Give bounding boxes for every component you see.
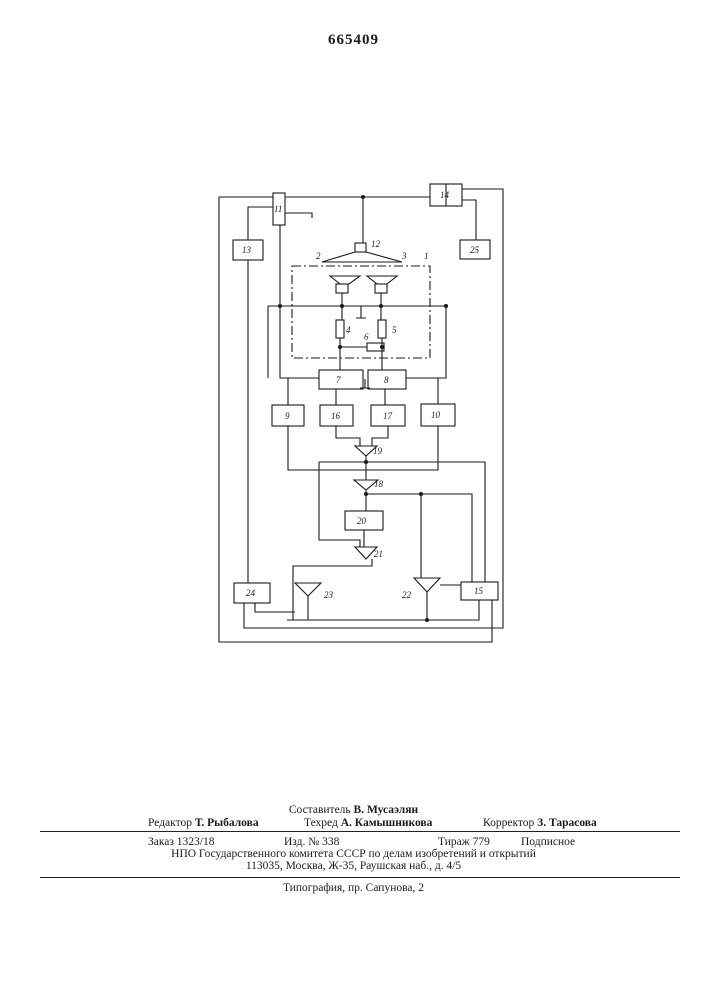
editor-line: Редактор Т. Рыбалова — [148, 817, 259, 829]
composer-name: В. Мусаэлян — [354, 804, 419, 816]
divider-top — [40, 831, 680, 832]
label-7: 7 — [336, 375, 341, 385]
composer-line: Составитель В. Мусаэлян — [0, 804, 707, 816]
publisher-line: НПО Государственного комитета СССР по де… — [0, 848, 707, 860]
printer-line: Типография, пр. Сапунова, 2 — [0, 882, 707, 894]
label-21: 21 — [374, 549, 383, 559]
label-16: 16 — [331, 411, 341, 421]
edition-number: Изд. № 338 — [284, 836, 339, 848]
corrector-line: Корректор З. Тарасова — [483, 817, 597, 829]
mic-2 — [330, 276, 360, 284]
label-25: 25 — [470, 245, 480, 255]
address-line: 113035, Москва, Ж-35, Раушская наб., д. … — [0, 860, 707, 872]
block-12 — [355, 243, 366, 252]
label-2: 2 — [316, 251, 321, 261]
block-7 — [319, 370, 363, 389]
mic-3 — [367, 276, 397, 284]
label-15: 15 — [474, 586, 484, 596]
label-5: 5 — [392, 325, 397, 335]
label-24: 24 — [246, 588, 256, 598]
divider-bottom — [40, 877, 680, 878]
label-17: 17 — [383, 411, 393, 421]
label-19: 19 — [373, 446, 383, 456]
label-1: 1 — [424, 251, 429, 261]
label-18: 18 — [374, 479, 384, 489]
label-11: 11 — [274, 204, 282, 214]
label-20: 20 — [357, 516, 367, 526]
amp-22 — [414, 578, 440, 592]
print-run: Тираж 779 — [438, 836, 490, 848]
subscription: Подписное — [521, 836, 575, 848]
order-number: Заказ 1323/18 — [148, 836, 215, 848]
label-10: 10 — [431, 410, 441, 420]
label-9: 9 — [285, 411, 290, 421]
label-6: 6 — [364, 332, 369, 342]
resistor-5 — [378, 320, 386, 338]
label-13: 13 — [242, 245, 252, 255]
label-12: 12 — [371, 239, 381, 249]
amp-23 — [295, 583, 321, 596]
label-8: 8 — [384, 375, 389, 385]
label-14: 14 — [440, 190, 450, 200]
speaker-12-cone — [322, 252, 402, 262]
label-23: 23 — [324, 590, 334, 600]
label-22: 22 — [402, 590, 412, 600]
techred-line: Техред А. Камышникова — [304, 817, 432, 829]
label-3: 3 — [401, 251, 407, 261]
resistor-4 — [336, 320, 344, 338]
label-4: 4 — [346, 325, 351, 335]
